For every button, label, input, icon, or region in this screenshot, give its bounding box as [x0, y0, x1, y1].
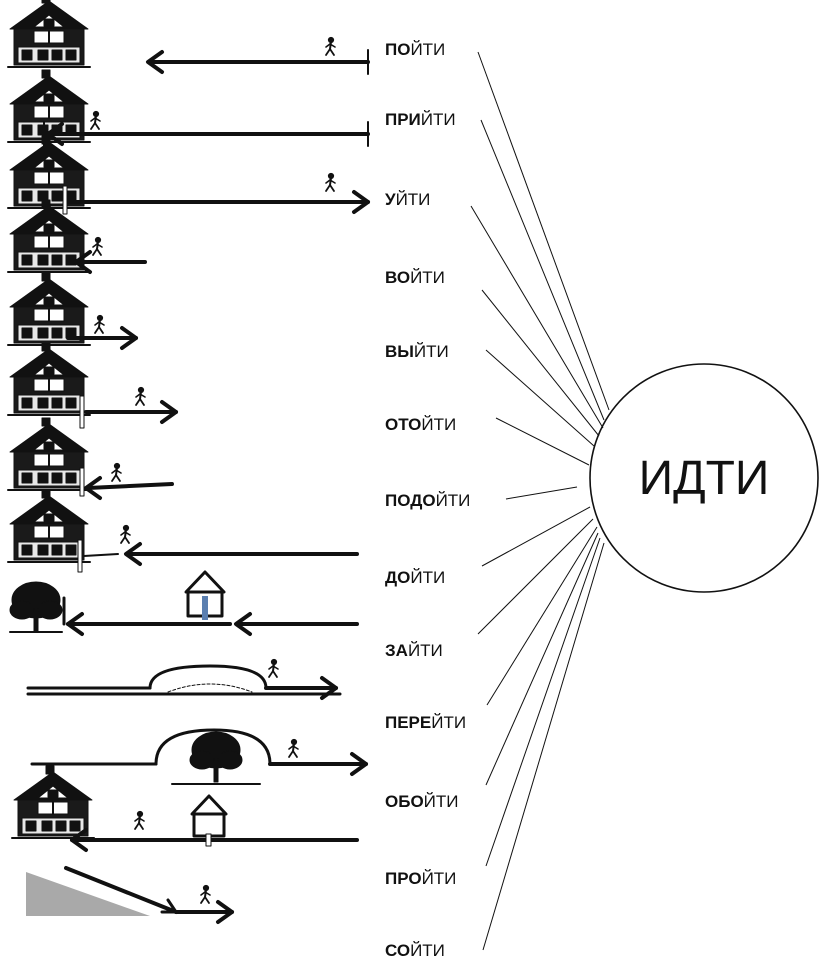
small-house-icon [190, 794, 228, 847]
scene-priyti [7, 69, 370, 147]
scene-voyti [7, 199, 147, 274]
verb-vyyti: ВЫЙТИ [385, 342, 449, 361]
connector-lines [470, 51, 610, 951]
center-word: ИДТИ [639, 452, 770, 505]
walker-icon [120, 524, 131, 544]
scene-pereyti [26, 658, 342, 700]
scene-doyti [7, 489, 359, 573]
walker-icon [288, 738, 299, 758]
verb-uyti: УЙТИ [385, 190, 430, 209]
verb-priyti: ПРИЙТИ [385, 110, 456, 129]
verb-proyti: ПРОЙТИ [385, 869, 456, 888]
walker-icon [325, 172, 336, 192]
walker-icon [92, 236, 103, 256]
verb-podoyti: ПОДОЙТИ [385, 491, 470, 510]
verb-doyti: ДОЙТИ [385, 568, 445, 587]
walker-icon [111, 462, 122, 482]
verb-otoyti: ОТОЙТИ [385, 415, 456, 434]
verb-poyti: ПОЙТИ [385, 40, 445, 59]
verb-pereyti: ПЕРЕЙТИ [385, 713, 466, 732]
verb-oboyti: ОБОЙТИ [385, 792, 459, 811]
tree-icon [189, 731, 243, 783]
house-icon [7, 0, 91, 68]
verb-labels: ПОЙТИ ПРИЙТИ УЙТИ ВОЙТИ ВЫЙТИ ОТОЙТИ ПОД… [385, 40, 470, 959]
walker-icon [94, 314, 105, 334]
house-icon [11, 765, 95, 839]
walker-icon [268, 658, 279, 678]
verb-zayti: ЗАЙТИ [385, 641, 443, 660]
scene-oboyti [30, 728, 368, 785]
scene-podoyti [7, 417, 174, 500]
scene-otoyti [7, 342, 178, 429]
scene-uyti [7, 135, 370, 215]
house-icon [7, 417, 91, 491]
tree-icon [9, 581, 63, 633]
house-icon [7, 342, 91, 416]
house-icon [7, 272, 91, 346]
verb-voyti: ВОЙТИ [385, 268, 445, 287]
house-icon [7, 135, 91, 209]
walker-icon [134, 810, 145, 830]
verb-soyti: СОЙТИ [385, 941, 445, 959]
scene-soyti [26, 866, 234, 924]
small-house-icon [184, 570, 226, 620]
scene-poyti [7, 0, 370, 75]
center-circle [589, 363, 819, 593]
scene-zayti [9, 570, 359, 636]
walker-icon [200, 884, 211, 904]
walker-icon [90, 110, 101, 130]
walker-icon [135, 386, 146, 406]
walker-icon [325, 36, 336, 56]
scene-proyti [11, 765, 359, 852]
scene-vyyti [7, 272, 138, 350]
illustrations [7, 0, 370, 924]
